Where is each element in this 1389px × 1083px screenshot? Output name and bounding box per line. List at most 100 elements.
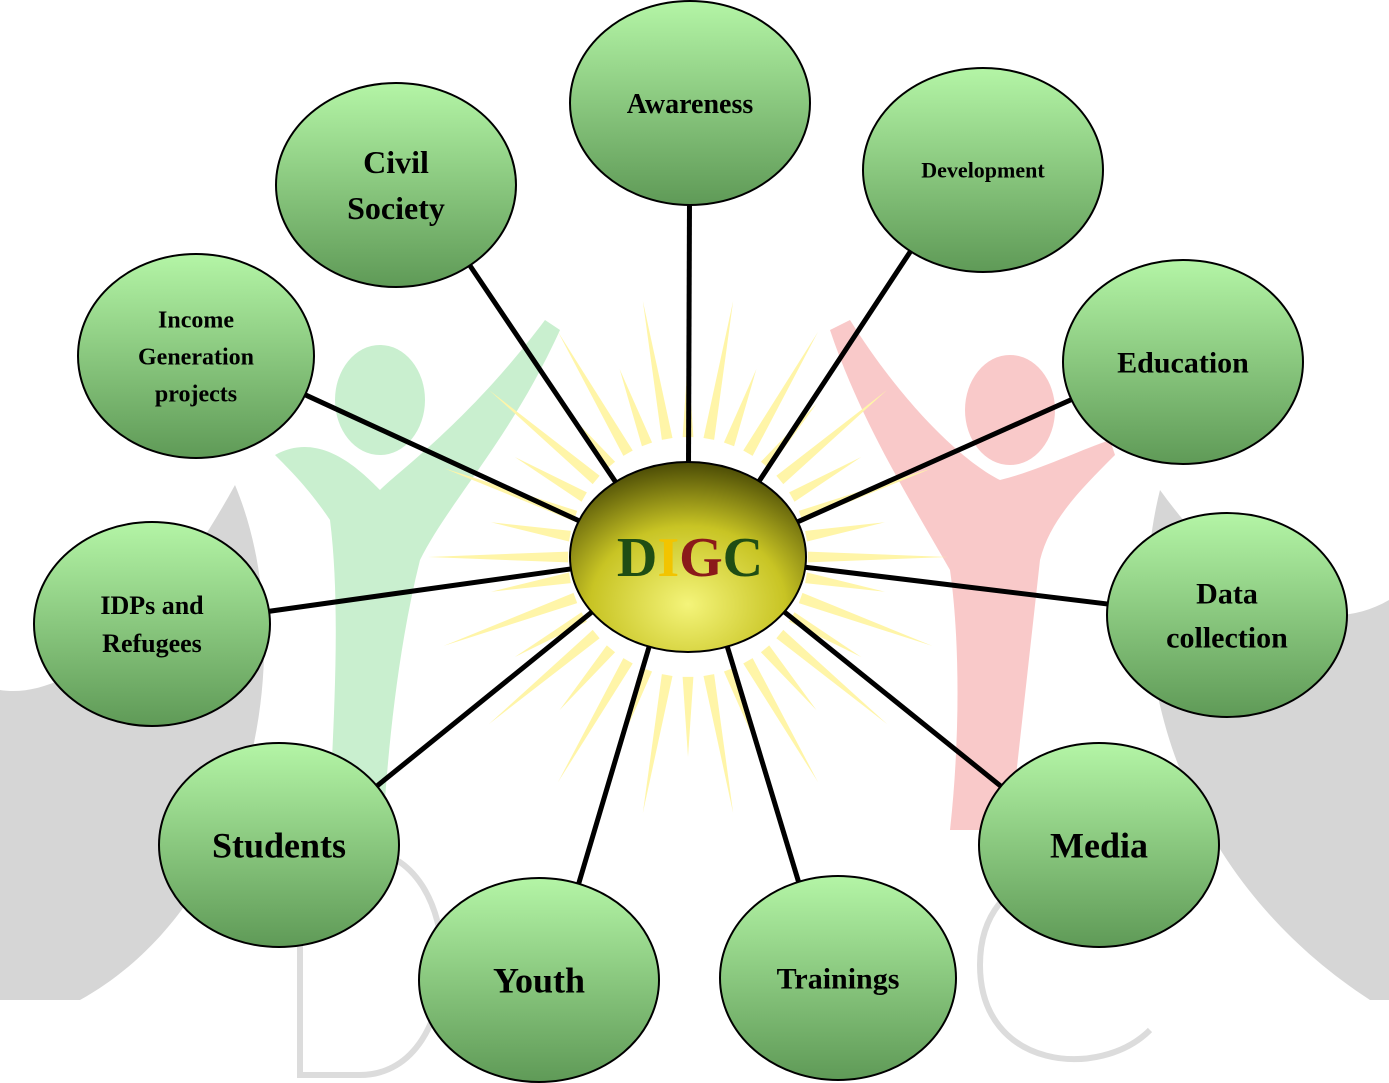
node-circle-awareness <box>569 0 811 206</box>
node-label-trainings: Trainings <box>777 963 900 996</box>
sun-ray <box>703 300 734 440</box>
node-label-line: IDPs and <box>100 591 204 620</box>
sun-ray <box>798 592 933 646</box>
sun-ray <box>807 551 948 563</box>
sun-ray <box>776 629 888 725</box>
sun-ray <box>514 612 587 657</box>
node-label-line: Generation <box>138 344 254 370</box>
node-label-line: Refugees <box>102 629 202 658</box>
connector-line-data-collection <box>800 564 1111 607</box>
node-circle-development <box>862 67 1104 273</box>
node-circle-income-generation <box>77 253 315 459</box>
watermark-sun-rays <box>428 300 948 814</box>
node-label-media: Media <box>1050 826 1148 866</box>
node-awareness: Awareness <box>569 0 811 206</box>
sun-ray <box>558 658 633 783</box>
node-label-line: Trainings <box>777 963 900 996</box>
sun-ray <box>723 667 757 745</box>
node-label-development: Development <box>921 158 1045 183</box>
node-label-line: projects <box>155 381 237 407</box>
connector-line-youth <box>575 642 653 887</box>
sun-ray <box>723 369 757 447</box>
node-circle-idps-refugees <box>33 521 271 727</box>
node-label-line: Youth <box>493 961 585 1001</box>
node-label-line: Education <box>1117 347 1249 380</box>
sun-ray <box>491 522 571 542</box>
node-label-line: Civil <box>363 144 429 180</box>
connector-line-development <box>754 248 914 486</box>
sun-ray <box>642 300 673 440</box>
node-education: Education <box>1062 259 1304 465</box>
center-letter-i: I <box>657 527 679 589</box>
connector-line-income-generation <box>302 391 584 525</box>
center-letter-d: D <box>617 527 657 589</box>
sun-ray <box>789 612 862 657</box>
node-trainings: Trainings <box>719 875 957 1081</box>
node-label-data-collection: Data collection <box>1166 578 1288 655</box>
connector-line-trainings <box>723 642 802 885</box>
sun-ray <box>805 572 885 592</box>
center-hub-label: DIGC <box>617 527 763 589</box>
node-circle-students <box>158 742 400 948</box>
connector-line-education <box>792 396 1075 526</box>
node-circle-education <box>1062 259 1304 465</box>
sun-ray <box>491 572 571 592</box>
node-label-students: Students <box>212 826 346 866</box>
sun-ray <box>743 331 818 456</box>
node-circle-youth <box>418 877 660 1083</box>
connector-line-civil-society <box>466 262 620 487</box>
node-label-line: Development <box>921 158 1045 183</box>
sun-ray <box>776 389 888 485</box>
sun-ray <box>642 674 673 814</box>
connector-lines <box>266 202 1111 887</box>
sun-ray <box>488 389 600 485</box>
node-label-line: Awareness <box>627 89 754 120</box>
sun-ray <box>559 645 616 711</box>
connector-line-students <box>373 607 597 790</box>
sun-ray <box>682 676 694 757</box>
sun-ray <box>488 629 600 725</box>
center-letter-c: C <box>723 527 763 589</box>
node-circle-media <box>978 742 1220 948</box>
center-letter-g: G <box>679 527 723 589</box>
node-label-line: Society <box>347 190 445 226</box>
connector-line-media <box>779 607 1005 790</box>
node-label-line: collection <box>1166 622 1288 655</box>
node-media: Media <box>978 742 1220 948</box>
node-label-line: Media <box>1050 826 1148 866</box>
node-students: Students <box>158 742 400 948</box>
node-label-awareness: Awareness <box>627 89 754 120</box>
sun-ray <box>743 658 818 783</box>
node-label-youth: Youth <box>493 961 585 1001</box>
node-circle-civil-society <box>275 82 517 288</box>
node-development: Development <box>862 67 1104 273</box>
sun-ray <box>703 674 734 814</box>
center-hub: DIGC <box>569 461 807 653</box>
node-youth: Youth <box>418 877 660 1083</box>
sun-ray <box>558 331 633 456</box>
sun-ray <box>805 522 885 542</box>
connector-line-awareness <box>686 202 692 466</box>
sun-ray <box>428 551 569 563</box>
sun-ray <box>443 468 578 522</box>
node-label-line: Data <box>1196 578 1258 611</box>
sun-ray <box>514 457 587 502</box>
sun-ray <box>619 369 653 447</box>
node-label-line: Income <box>158 307 234 333</box>
connector-line-idps-refugees <box>266 565 576 615</box>
node-data-collection: Data collection <box>1106 512 1348 718</box>
watermark-green-figure <box>275 320 560 800</box>
sun-ray <box>760 645 817 711</box>
sun-ray <box>789 457 862 502</box>
node-label-education: Education <box>1117 347 1249 380</box>
node-circle-data-collection <box>1106 512 1348 718</box>
sun-ray <box>443 592 578 646</box>
node-label-line: Students <box>212 826 346 866</box>
